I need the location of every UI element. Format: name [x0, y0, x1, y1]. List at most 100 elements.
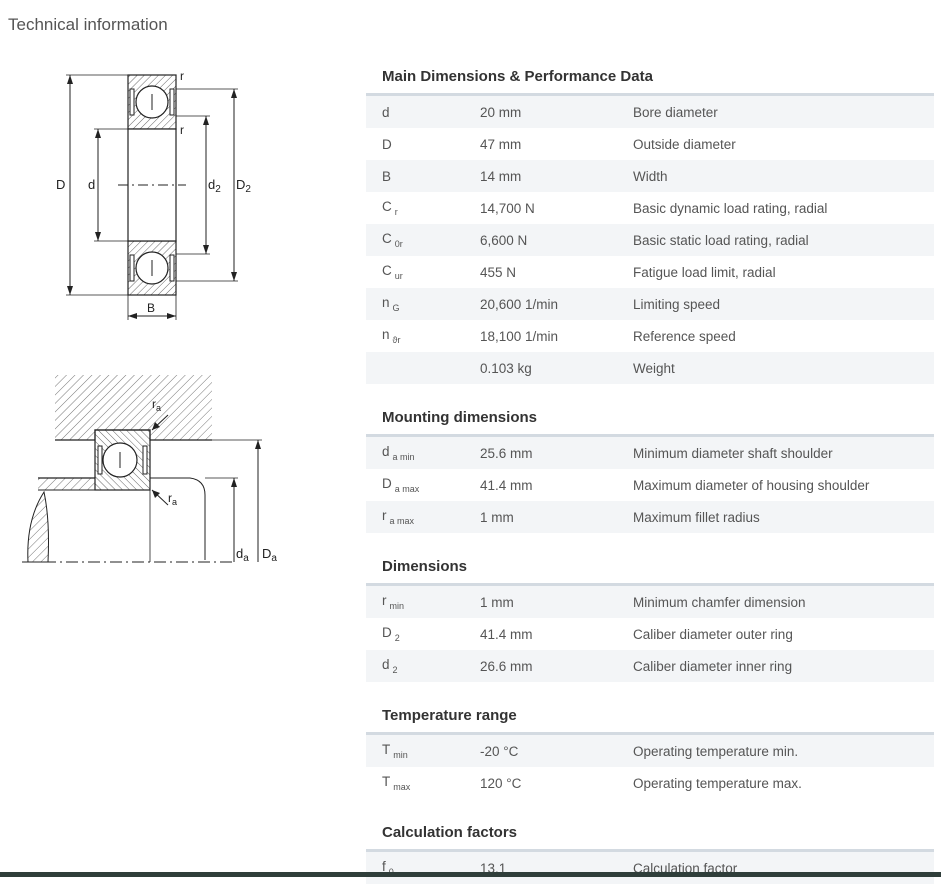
section-spacer	[366, 799, 934, 822]
symbol-subscript: ur	[394, 271, 403, 281]
symbol-subscript: a min	[392, 452, 415, 462]
parameter-value: 0.103 kg	[480, 360, 532, 376]
parameter-description: Fatigue load limit, radial	[633, 264, 776, 280]
symbol-subscript: 2	[392, 665, 398, 675]
dim-label-D: D	[56, 177, 65, 192]
parameter-value: 41.4 mm	[480, 477, 533, 493]
symbol-main: f	[382, 859, 386, 874]
symbol-subscript: a max	[394, 484, 420, 494]
bearing-cross-section-drawing: D d d2 D2 B r r	[56, 69, 251, 320]
symbol-main: C	[382, 263, 392, 278]
parameter-description: Limiting speed	[633, 296, 721, 312]
section-title: Temperature range	[366, 705, 934, 735]
symbol-subscript: ϑr	[392, 335, 401, 345]
parameter-symbol: d	[366, 105, 480, 120]
parameter-value: -20 °C	[480, 743, 519, 759]
symbol-subscript: r	[394, 207, 398, 217]
symbol-subscript: G	[392, 303, 400, 313]
symbol-subscript: a max	[389, 516, 415, 526]
parameter-value: 1 mm	[480, 594, 514, 610]
parameter-symbol: B	[366, 169, 480, 184]
symbol-main: d	[382, 657, 390, 672]
dim-label-r-outer: r	[180, 69, 184, 83]
parameter-description: Calculation factor	[633, 860, 738, 876]
parameter-value: 120 °C	[480, 775, 522, 791]
symbol-main: C	[382, 199, 392, 214]
symbol-main: n	[382, 295, 390, 310]
parameter-description: Reference speed	[633, 328, 736, 344]
parameter-description: Maximum diameter of housing shoulder	[633, 477, 870, 493]
symbol-main: C	[382, 231, 392, 246]
dim-label-d2: d2	[208, 177, 221, 195]
symbol-main: n	[382, 327, 390, 342]
parameter-value: 13.1	[480, 860, 507, 876]
parameter-description: Operating temperature max.	[633, 775, 802, 791]
parameter-description: Maximum fillet radius	[633, 509, 760, 525]
dim-label-ra-top: ra	[152, 397, 161, 413]
symbol-subscript: 2	[394, 633, 400, 643]
dim-label-r-inner: r	[180, 123, 184, 137]
parameter-description: Bore diameter	[633, 104, 718, 120]
symbol-main: d	[382, 444, 390, 459]
symbol-subscript: min	[389, 601, 405, 611]
parameter-value: 1 mm	[480, 509, 514, 525]
parameter-description: Caliber diameter inner ring	[633, 658, 793, 674]
table-row: d 20 mm Bore diameter	[366, 96, 934, 128]
dim-label-D2: D2	[236, 177, 251, 195]
dim-label-d: d	[88, 177, 95, 192]
dim-label-Da: Da	[262, 546, 277, 564]
symbol-main: T	[382, 774, 391, 789]
section-title: Calculation factors	[366, 822, 934, 852]
symbol-main: r	[382, 593, 387, 608]
parameter-value: 20,600 1/min	[480, 296, 559, 312]
section-spacer	[366, 533, 934, 556]
parameter-value: 41.4 mm	[480, 626, 533, 642]
symbol-subscript: max	[393, 782, 411, 792]
parameter-description: Caliber diameter outer ring	[633, 626, 793, 642]
page-title: Technical information	[8, 15, 168, 34]
section-title: Mounting dimensions	[366, 407, 934, 437]
parameter-description: Basic dynamic load rating, radial	[633, 200, 828, 216]
symbol-subscript: min	[393, 750, 408, 760]
symbol-main: D	[382, 476, 392, 491]
symbol-subscript: 0r	[394, 239, 403, 249]
symbol-main: d	[382, 104, 390, 120]
dim-label-da: da	[236, 546, 249, 564]
dim-label-B: B	[147, 301, 155, 315]
parameter-symbol: D	[366, 137, 480, 152]
symbol-main: B	[382, 168, 392, 184]
parameter-value: 20 mm	[480, 104, 522, 120]
parameter-description: Basic static load rating, radial	[633, 232, 809, 248]
section-title: Dimensions	[366, 556, 934, 586]
parameter-value: 14 mm	[480, 168, 522, 184]
symbol-main: T	[382, 742, 391, 757]
section-spacer	[366, 384, 934, 407]
parameter-description: Operating temperature min.	[633, 743, 799, 759]
parameter-description: Minimum chamfer dimension	[633, 594, 806, 610]
